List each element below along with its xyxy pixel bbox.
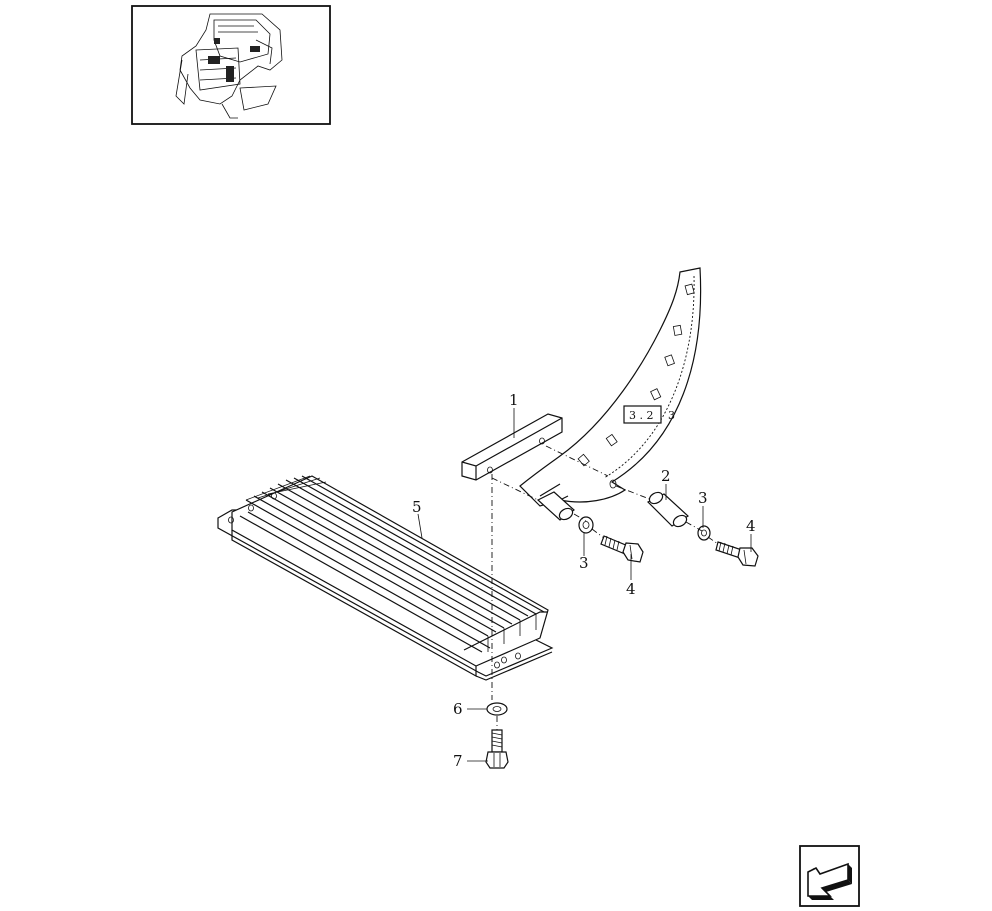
callout-3-right[interactable]: 3 (698, 489, 708, 507)
next-page-arrow-icon[interactable] (799, 845, 860, 907)
callout-6[interactable]: 6 (453, 700, 463, 718)
callout-5[interactable]: 5 (412, 498, 422, 516)
part-4-bolt-right[interactable] (715, 541, 759, 567)
reference-suffix: 3 (668, 409, 675, 422)
callout-1[interactable]: 1 (509, 391, 519, 409)
part-5-step-plate[interactable] (217, 475, 554, 681)
part-7-bolt[interactable] (485, 729, 509, 769)
part-3-washer-right[interactable] (697, 525, 711, 541)
callout-3-left[interactable]: 3 (579, 554, 589, 572)
part-4-bolt-left[interactable] (600, 535, 644, 563)
curved-side-plate (519, 267, 702, 507)
part-2-sleeve[interactable] (646, 490, 689, 529)
machine-overview-thumbnail[interactable] (131, 5, 331, 125)
part-6-washer[interactable] (486, 702, 508, 716)
callout-4-left[interactable]: 4 (626, 580, 636, 598)
callout-leaders (417, 408, 752, 762)
part-1-spacer-bar[interactable] (461, 413, 563, 481)
callout-2[interactable]: 2 (661, 467, 671, 485)
callout-4-right[interactable]: 4 (746, 517, 756, 535)
plate-boss-sleeve (536, 491, 575, 521)
reference-box-text: 3 . 2 (629, 409, 654, 422)
reference-label[interactable]: 3 . 2 3 (623, 405, 675, 424)
callout-7[interactable]: 7 (453, 752, 463, 770)
assembly-center-lines (491, 445, 719, 730)
callout-numbers: 1 2 3 3 4 4 5 6 7 (412, 391, 756, 770)
part-3-washer-left[interactable] (578, 516, 594, 534)
